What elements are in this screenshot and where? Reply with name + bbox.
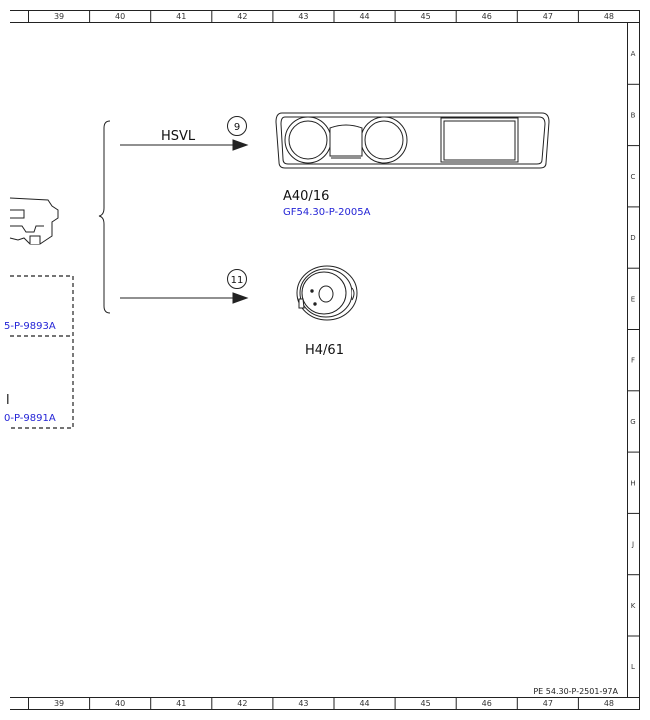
column-label: 39 <box>54 699 64 708</box>
column-label: 45 <box>421 699 431 708</box>
signal-label-hsvl: HSVL <box>161 129 196 144</box>
column-label: 47 <box>543 699 553 708</box>
callout-9: 9 <box>227 116 247 136</box>
row-label: A <box>631 50 636 58</box>
column-label: 44 <box>359 12 369 21</box>
partial-doc-link-1[interactable]: 5-P-9893A <box>4 321 56 332</box>
sheet-frame <box>10 10 640 710</box>
column-label: 43 <box>298 699 308 708</box>
row-label: J <box>631 541 634 549</box>
component-doc-link-a40-16[interactable]: GF54.30-P-2005A <box>283 207 371 218</box>
column-label: 42 <box>237 699 247 708</box>
column-label: 48 <box>604 699 614 708</box>
dashed-component-box <box>10 275 74 429</box>
column-label: 41 <box>176 699 186 708</box>
callout-number: 9 <box>234 122 240 133</box>
row-label: C <box>631 173 636 181</box>
control-unit-connector-partial <box>9 197 59 245</box>
component-code-h4-61: H4/61 <box>305 343 344 358</box>
column-label: 42 <box>237 12 247 21</box>
column-label: 43 <box>298 12 308 21</box>
partial-doc-link-2[interactable]: 0-P-9891A <box>4 413 56 424</box>
column-label: 40 <box>115 699 125 708</box>
row-label: F <box>631 357 635 365</box>
row-label: K <box>631 602 636 610</box>
right-row-ruler: A B C D E F G H J K L <box>627 50 639 671</box>
column-label: 45 <box>421 12 431 21</box>
column-label: 44 <box>359 699 369 708</box>
column-label: 39 <box>54 12 64 21</box>
row-label: G <box>630 418 635 426</box>
row-label: H <box>630 479 635 487</box>
row-label: L <box>631 663 635 671</box>
callout-number: 11 <box>231 275 244 286</box>
column-label: 40 <box>115 12 125 21</box>
speaker-graphic <box>296 265 358 321</box>
column-label: 46 <box>482 12 492 21</box>
signal-arrows <box>120 139 249 304</box>
column-label: 47 <box>543 12 553 21</box>
bus-brace <box>98 120 111 314</box>
column-label: 41 <box>176 12 186 21</box>
top-column-ruler: 39 40 41 42 43 44 45 46 47 48 <box>28 10 640 22</box>
row-label: D <box>630 234 635 242</box>
callout-11: 11 <box>227 269 247 289</box>
row-label: E <box>631 295 635 303</box>
column-label: 48 <box>604 12 614 21</box>
component-code-a40-16: A40/16 <box>283 189 329 204</box>
bottom-column-ruler: 39 40 41 42 43 44 45 46 47 48 <box>28 697 640 709</box>
row-label: B <box>631 111 636 119</box>
partial-component-label: l <box>6 393 10 408</box>
column-label: 46 <box>482 699 492 708</box>
document-reference: PE 54.30-P-2501-97A <box>533 687 618 696</box>
instrument-cluster-graphic <box>275 112 550 169</box>
